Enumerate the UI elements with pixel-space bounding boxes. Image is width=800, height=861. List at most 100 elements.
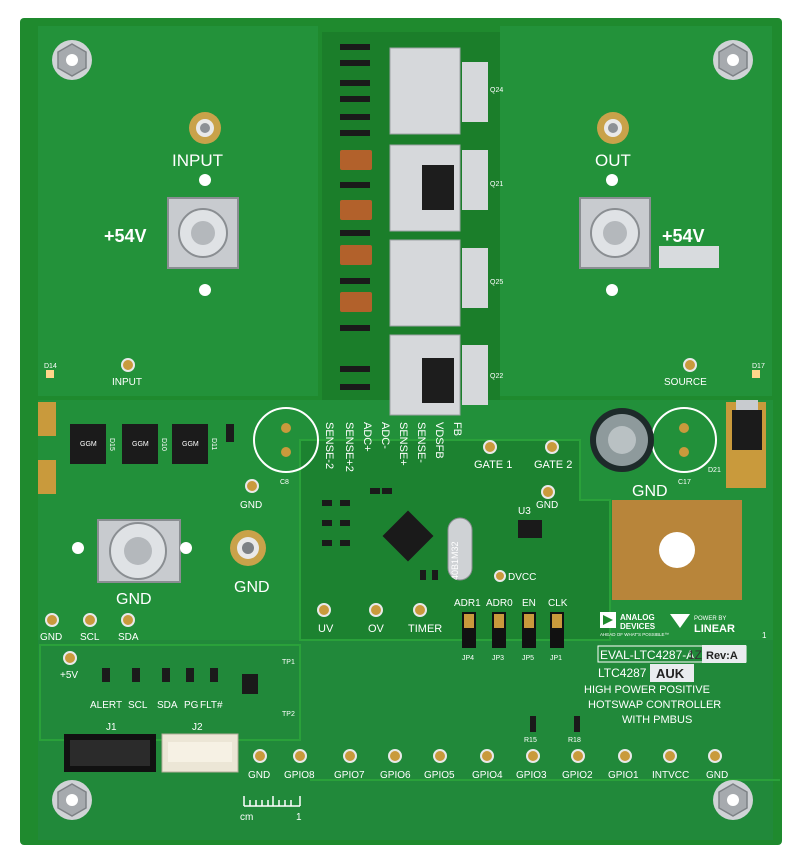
out-terminal-hole: [597, 112, 629, 144]
edge-pad-left-2: [38, 460, 56, 494]
mounting-hole-br: [713, 780, 753, 820]
label-gnd-big-left: GND: [116, 591, 152, 608]
label-one: 1: [296, 812, 302, 823]
jumper-jp1[interactable]: [550, 612, 564, 648]
label-sda: SDA: [118, 632, 139, 643]
label-gate1: GATE 1: [474, 459, 512, 471]
label-d15: D15: [108, 438, 115, 451]
jumper-jp4[interactable]: [462, 612, 476, 648]
label-tp2: TP2: [282, 711, 295, 718]
label-adr1: ADR1: [454, 598, 481, 609]
label-gnd-row-left: GND: [248, 770, 270, 781]
electrolytic-capacitor: [590, 408, 654, 472]
via-hole: [72, 542, 84, 554]
resistor-column: [340, 44, 370, 390]
label-flt: FLT#: [200, 700, 223, 711]
edge-pad-left-1: [38, 402, 56, 436]
via-hole: [606, 174, 618, 186]
label-j2: J2: [192, 722, 203, 733]
test-points[interactable]: [45, 358, 722, 763]
label-gnd-small-a: GND: [240, 500, 262, 511]
jumper-jp3[interactable]: [492, 612, 506, 648]
analog-logo-line2: DEVICES: [620, 622, 656, 631]
label-fb: FB: [451, 422, 463, 436]
analog-logo-tagline: AHEAD OF WHAT'S POSSIBLE™: [600, 632, 669, 637]
label-gpio5: GPIO5: [424, 770, 455, 781]
label-tp1: TP1: [282, 659, 295, 666]
label-jp3: JP3: [492, 655, 504, 662]
mounting-hole-tl: [52, 40, 92, 80]
label-gpio2: GPIO2: [562, 770, 593, 781]
label-sense-p2: SENSE+2: [343, 422, 355, 472]
board-desc-line1: HIGH POWER POSITIVE: [584, 684, 710, 696]
label-gpio7: GPIO7: [334, 770, 365, 781]
label-q25: Q25: [490, 279, 503, 286]
out-label-patch: [659, 246, 719, 268]
label-plus54-right: +54V: [662, 226, 705, 246]
label-out-top: OUT: [595, 151, 631, 170]
label-ggm-d15: GGM: [80, 441, 97, 448]
input-terminal-hole: [189, 112, 221, 144]
label-c17: C17: [678, 479, 691, 486]
analog-logo-line1: ANALOG: [620, 613, 655, 622]
label-vdsfb: VDSFB: [433, 422, 445, 459]
jumper-jp5[interactable]: [522, 612, 536, 648]
label-c8: C8: [280, 479, 289, 486]
label-input-top: INPUT: [172, 151, 223, 170]
label-gnd-small-b: GND: [536, 500, 558, 511]
diode-d15: [70, 424, 106, 464]
mounting-hole-tr: [713, 40, 753, 80]
crystal: [447, 517, 473, 581]
u3-ic: [518, 520, 542, 538]
led-row: [102, 668, 218, 682]
label-gnd-mid: GND: [234, 579, 270, 596]
board-desc-line3: WITH PMBUS: [622, 714, 692, 726]
via-hole: [199, 174, 211, 186]
label-gpio3: GPIO3: [516, 770, 547, 781]
cap-c8-pad: [281, 447, 291, 457]
gnd-plate-right: [612, 500, 742, 600]
cm-ruler: [243, 796, 301, 807]
board-desc-line2: HOTSWAP CONTROLLER: [588, 699, 721, 711]
label-input-small: INPUT: [112, 377, 142, 388]
out-54v-lug: [579, 197, 651, 269]
controller-ic: [382, 510, 434, 562]
hw-box: [650, 664, 694, 682]
label-dvcc: DVCC: [508, 572, 536, 583]
led-d14: [46, 370, 54, 378]
connector-j1[interactable]: [64, 734, 156, 772]
label-jp4: JP4: [462, 655, 474, 662]
connector-j2[interactable]: [161, 733, 239, 773]
label-gpio8: GPIO8: [284, 770, 315, 781]
label-en: EN: [522, 598, 536, 609]
analog-devices-logo: [600, 612, 616, 628]
label-gnd-bl: GND: [40, 632, 62, 643]
label-gpio6: GPIO6: [380, 770, 411, 781]
label-gnd-right-big: GND: [632, 483, 668, 500]
board-title-hw2: AUK: [656, 666, 685, 681]
input-54v-lug: [167, 197, 239, 269]
label-ov: OV: [368, 623, 385, 635]
label-r15: R15: [524, 737, 537, 744]
label-gpio4: GPIO4: [472, 770, 503, 781]
label-iu: 1: [762, 631, 767, 640]
via-hole: [180, 542, 192, 554]
via-hole: [606, 284, 618, 296]
label-sense-p: SENSE+: [397, 422, 409, 466]
label-adc-m: ADC-: [379, 422, 391, 449]
label-sda2: SDA: [157, 700, 178, 711]
label-u3: U3: [518, 506, 531, 517]
label-clk: CLK: [548, 598, 568, 609]
label-source: SOURCE: [664, 377, 707, 388]
label-scl: SCL: [80, 632, 100, 643]
board-title-hw1: 1Z: [688, 648, 702, 662]
label-plus54-left: +54V: [104, 226, 147, 246]
label-j1: J1: [106, 722, 117, 733]
label-r18: R18: [568, 737, 581, 744]
board-title-line1: EVAL-LTC4287-A: [600, 648, 694, 662]
label-cm: cm: [240, 812, 253, 823]
via-hole: [199, 284, 211, 296]
label-xtal: 40B1M32: [450, 541, 460, 580]
label-jp1: JP1: [550, 655, 562, 662]
